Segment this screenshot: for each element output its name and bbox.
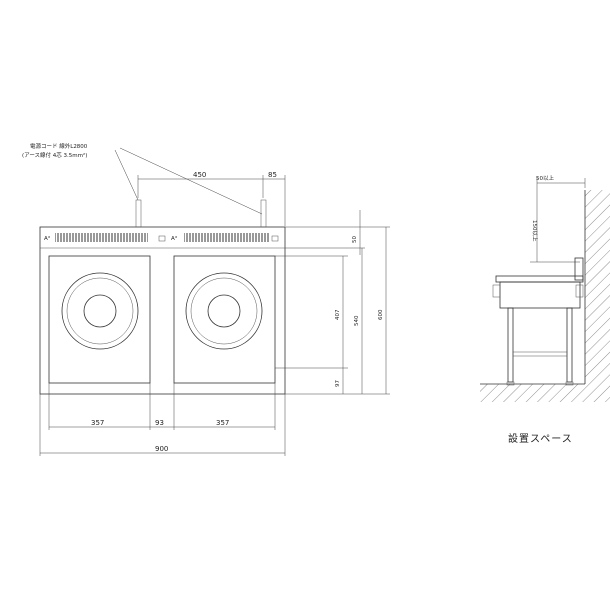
dim-zone-height: 407 — [335, 309, 341, 320]
dim-total-width: 900 — [155, 445, 168, 453]
side-view: 50以上 150以上 設置スペース — [480, 174, 610, 445]
control-knob-right — [271, 235, 279, 242]
dim-gap: 93 — [155, 419, 164, 427]
appliance-top — [495, 275, 584, 283]
callout-leader-left — [114, 149, 139, 201]
mark-right: A° — [171, 236, 178, 242]
stand-shelf — [512, 351, 568, 357]
coil-outer-right — [185, 272, 263, 350]
power-cord-left — [135, 199, 142, 228]
dim-top-spacing: 450 — [193, 171, 206, 179]
vent-strip-left — [55, 233, 148, 242]
dim-vent-band: 50 — [352, 236, 358, 243]
coil-center-left — [83, 294, 117, 328]
stand-foot-rear — [565, 381, 574, 386]
vent-strip-right — [184, 233, 269, 242]
stand-leg-front — [507, 307, 514, 383]
rear-guard — [574, 257, 584, 281]
control-knob-left — [158, 235, 166, 242]
stand-foot-front — [506, 381, 515, 386]
rear-cord-box — [575, 284, 584, 298]
coil-center-right — [207, 294, 241, 328]
cooking-zone-right — [173, 255, 276, 384]
dim-zone-left-width: 357 — [91, 419, 104, 427]
coil-outer-left — [61, 272, 139, 350]
cooking-zone-left — [48, 255, 151, 384]
wall-hatch — [585, 190, 610, 402]
install-space-title: 設置スペース — [508, 432, 573, 445]
dim-zone-right-width: 357 — [216, 419, 229, 427]
mark-left: A° — [44, 236, 51, 242]
coil-inner-left — [66, 277, 134, 345]
dim-right-offset: 85 — [268, 171, 277, 179]
clearance-top: 150以上 — [531, 220, 539, 242]
dim-depth-inner: 540 — [354, 315, 360, 326]
clearance-side: 50以上 — [536, 174, 554, 182]
dim-depth-total: 600 — [378, 309, 384, 320]
front-knob — [492, 284, 501, 298]
coil-inner-right — [190, 277, 258, 345]
appliance-body — [499, 281, 581, 309]
stand-leg-rear — [566, 307, 573, 383]
top-view: A° A° 電源コード 線外L2800 (アース線付 4芯 3.5mm²) 45… — [22, 142, 390, 456]
callout-line1: 電源コード 線外L2800 — [30, 142, 88, 150]
cooktop-outline — [39, 226, 286, 395]
dim-bottom-margin: 97 — [335, 380, 341, 387]
power-cord-right — [260, 199, 267, 228]
floor-hatch — [480, 384, 585, 402]
callout-line2: (アース線付 4芯 3.5mm²) — [22, 151, 87, 159]
callout-leader-right — [119, 147, 263, 215]
